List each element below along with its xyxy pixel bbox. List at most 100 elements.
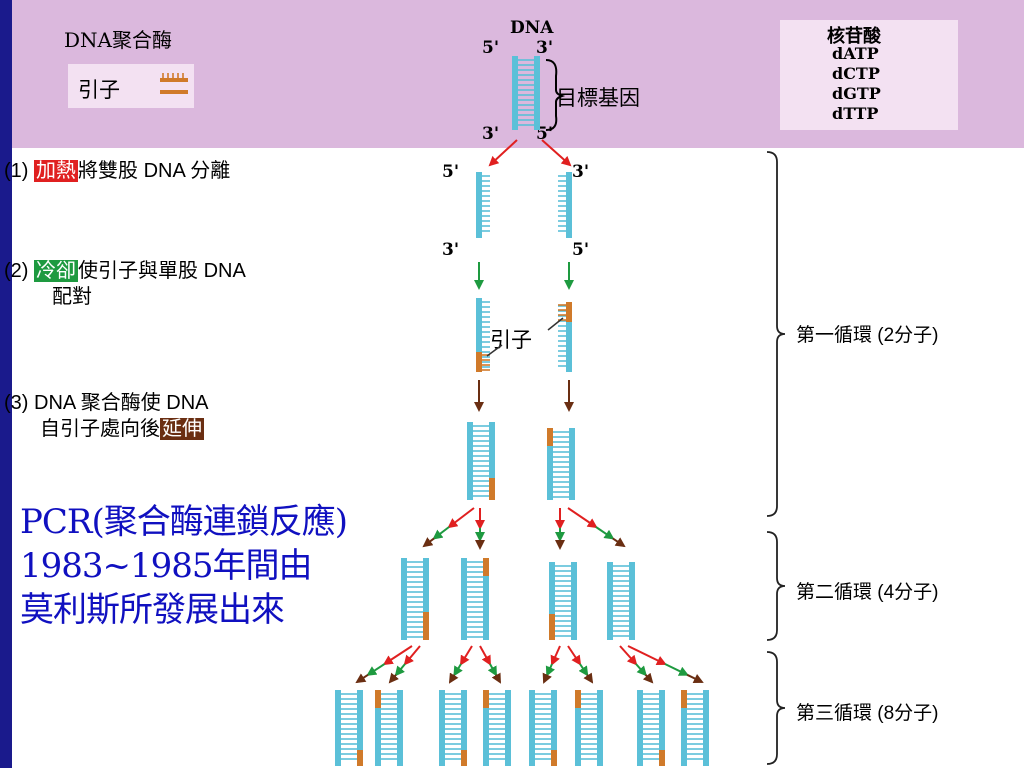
- cycle1-product-b-right-strand: [569, 428, 575, 500]
- step-2-number: (2): [4, 260, 29, 282]
- primer-pointer-line-right: [547, 317, 564, 331]
- nucleotide-box: [780, 20, 958, 130]
- c3-arrow-4-cool: [487, 663, 497, 677]
- c3-arrow-2-extend: [388, 672, 399, 684]
- cycle3-product-1-right-strand: [357, 690, 363, 766]
- cycle2-product-b-primer-top: [483, 558, 489, 576]
- c3-arrow-5-heat: [550, 645, 561, 666]
- c2-arrow-4-cool: [595, 526, 615, 540]
- dna-bottom-3-label: 3': [482, 124, 500, 144]
- cycle3-product-2-left-strand: [375, 690, 381, 766]
- cycle2-product-a-right-strand: [423, 558, 429, 640]
- cycle2-product-a-primer-bottom: [423, 612, 429, 640]
- primer-box: [68, 64, 194, 108]
- caption-line-1: PCR(聚合酶連鎖反應): [20, 502, 348, 542]
- annealed-left-backbone: [476, 298, 482, 372]
- cycle3-product-4-right-strand: [505, 690, 511, 766]
- c3-arrow-6-heat: [567, 645, 582, 666]
- step-3-text-2: 自引子處向後: [40, 418, 160, 440]
- c3-arrow-1-heat: [382, 645, 413, 666]
- c3-arrow-8-extend: [686, 673, 704, 683]
- cycle3-product-4-left-strand: [483, 690, 489, 766]
- cycle2-product-c-left-strand: [549, 562, 555, 640]
- polymerase-label: DNA聚合酶: [64, 28, 172, 52]
- cycle3-product-1-primer-bottom: [357, 750, 363, 766]
- pcr-caption: PCR(聚合酶連鎖反應) 1983~1985年間由 莫利斯所發展出來: [20, 500, 348, 632]
- cycle3-product-2-right-strand: [397, 690, 403, 766]
- dna-top-5-label: 5': [482, 38, 500, 58]
- c3-arrow-8-cool: [664, 663, 689, 676]
- step-1: (1) 加熱將雙股 DNA 分離: [4, 154, 230, 183]
- c3-arrow-5-extend: [542, 672, 552, 684]
- cycle2-product-a-left-strand: [401, 558, 407, 640]
- cycle3-product-5-left-strand: [529, 690, 535, 766]
- c3-arrow-3-cool: [453, 663, 463, 677]
- step-1-heat-badge: 加熱: [34, 160, 79, 182]
- cycle1-product-a-left-strand: [467, 422, 473, 500]
- dna-top-3-label: 3': [536, 38, 554, 58]
- cycle3-product-8-primer-top: [681, 690, 687, 708]
- c3-arrow-6-cool: [578, 663, 589, 677]
- pcr-diagram: [160, 56, 786, 766]
- original-dna-right-strand: [534, 56, 540, 130]
- c3-arrow-3-extend: [448, 672, 459, 684]
- step-3: (3) DNA 聚合酶使 DNA 自引子處向後延伸: [4, 390, 208, 442]
- step-3-number: (3): [4, 392, 29, 414]
- strand-left-top-label: 5': [442, 162, 460, 182]
- primer-legend-label: 引子: [78, 79, 120, 102]
- cycle3-product-5-right-strand: [551, 690, 557, 766]
- c3-arrow-4-extend: [491, 672, 501, 684]
- nucleotide-dctp: dCTP: [832, 64, 880, 83]
- original-dna-left-strand: [512, 56, 518, 130]
- heat-arrow-right: [541, 139, 572, 167]
- c3-arrow-8-heat: [627, 645, 667, 665]
- cycle2-product-c-primer-bottom: [549, 614, 555, 640]
- cycle3-product-6-primer-top: [575, 690, 581, 708]
- cycle3-product-3-left-strand: [439, 690, 445, 766]
- step-3-text-1: DNA 聚合酶使 DNA: [34, 392, 209, 414]
- cycle1-product-a-right-strand: [489, 422, 495, 500]
- step-2-cool-badge: 冷卻: [34, 260, 79, 282]
- cycle3-product-6-left-strand: [575, 690, 581, 766]
- cycle3-product-3-right-strand: [461, 690, 467, 766]
- cycle-1-label: 第一循環 (2分子): [796, 325, 939, 346]
- dna-title: DNA: [510, 18, 554, 38]
- annealed-left-primer: [476, 352, 482, 372]
- c3-arrow-1-extend: [355, 673, 369, 684]
- nucleotide-datp: dATP: [832, 44, 879, 63]
- cycle-3-brace: [766, 651, 786, 765]
- c2-arrow-4-extend: [612, 537, 626, 548]
- primer-legend-icon: [160, 90, 188, 94]
- cycle-1-brace: [766, 151, 786, 517]
- c3-arrow-2-cool: [394, 663, 406, 677]
- c3-arrow-7-cool: [635, 663, 647, 677]
- caption-line-2: 1983~1985年間由: [20, 546, 313, 586]
- nucleotide-list: dATP dCTP dGTP dTTP: [832, 44, 881, 124]
- cycle3-product-7-left-strand: [637, 690, 643, 766]
- strand-right-top-label: 3': [572, 162, 590, 182]
- slide: DNA聚合酶 引子 DNA 5' 3' 3' 5' 目標基因 核苷酸 dATP …: [4, 0, 1024, 768]
- annealed-right-primer: [566, 302, 572, 322]
- step-2-text-2: 配對: [52, 286, 92, 308]
- c3-arrow-7-extend: [642, 672, 654, 684]
- c2-arrow-4-heat: [567, 507, 598, 529]
- cycle-2-brace: [766, 531, 786, 641]
- target-gene-brace: [545, 59, 566, 131]
- strand-left-backbone: [476, 172, 482, 238]
- c2-arrow-1-extend: [422, 537, 435, 548]
- cycle3-product-7-primer-bottom: [659, 750, 665, 766]
- cycle-2-label: 第二循環 (4分子): [796, 582, 939, 603]
- c2-arrow-1-cool: [432, 526, 450, 540]
- step-2: (2) 冷卻使引子與單股 DNA 配對: [4, 258, 246, 310]
- target-gene-label: 目標基因: [556, 87, 640, 110]
- strand-right-backbone: [566, 172, 572, 238]
- cycle1-product-b-left-strand: [547, 428, 553, 500]
- c3-arrow-3-heat: [459, 645, 473, 666]
- c3-arrow-2-heat: [403, 645, 421, 666]
- cycle3-product-8-left-strand: [681, 690, 687, 766]
- c3-arrow-5-cool: [545, 663, 556, 677]
- annealed-right-backbone: [566, 302, 572, 372]
- cycle2-product-b-left-strand: [461, 558, 467, 640]
- cycle2-product-c-right-strand: [571, 562, 577, 640]
- caption-line-3: 莫利斯所發展出來: [20, 590, 285, 630]
